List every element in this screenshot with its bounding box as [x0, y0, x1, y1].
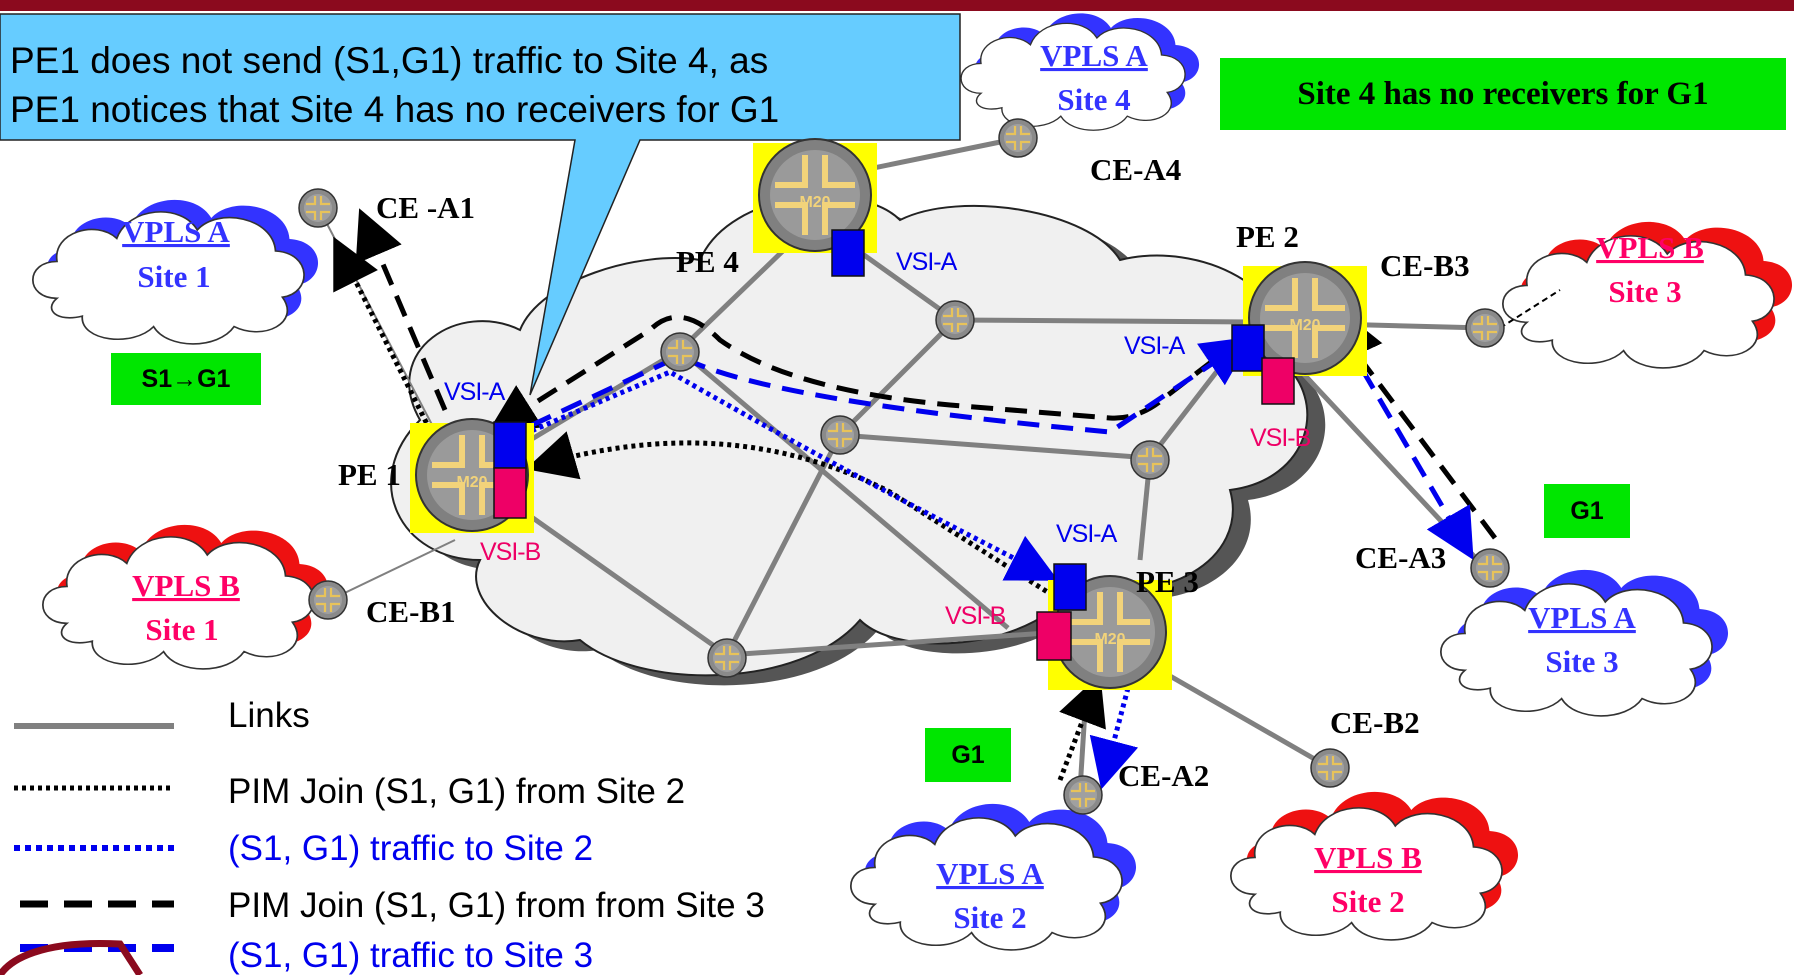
g1-tag-site3: G1: [1544, 484, 1630, 538]
vsi-b-label-pe2: VSI-B: [1250, 424, 1311, 452]
label-ce-a3: CE-A3: [1355, 540, 1446, 575]
vsi-a-label-pe4: VSI-A: [896, 248, 958, 276]
callout-line-2: PE1 notices that Site 4 has no receivers…: [10, 89, 780, 130]
label-ce-a2: CE-A2: [1118, 758, 1209, 793]
cloud-site-a2: Site 2: [953, 900, 1026, 935]
g1-tag-site2: G1: [925, 728, 1011, 782]
legend-label-pim-site2: PIM Join (S1, G1) from Site 2: [228, 772, 686, 811]
cloud-site-b1: Site 1: [145, 612, 218, 647]
cloud-name-b3: VPLS B: [1596, 230, 1704, 265]
vsi-a-label-pe1: VSI-A: [444, 378, 506, 406]
vsi-a-pe3: [1053, 563, 1087, 611]
pim-join-site2-path: [333, 236, 1106, 781]
label-ce-b1: CE-B1: [366, 594, 456, 629]
badge-pe1: M20: [456, 474, 487, 491]
vsi-b-pe2: [1261, 357, 1295, 405]
cloud-site-a1: Site 1: [137, 259, 210, 294]
badge-pe2: M20: [1289, 317, 1320, 334]
legend-label-pim-site3: PIM Join (S1, G1) from from Site 3: [228, 886, 765, 925]
cloud-site-b3: Site 3: [1608, 274, 1681, 309]
badge-pe4: M20: [799, 194, 830, 211]
node-labels: PE 1 PE 2 PE 3 PE 4 CE -A1 CE-A2 CE-A3 C…: [338, 152, 1470, 793]
site4-no-receivers-note: Site 4 has no receivers for G1: [1220, 58, 1786, 130]
label-ce-a1: CE -A1: [376, 190, 475, 225]
cloud-name-a1: VPLS A: [122, 214, 230, 249]
vsi-blocks: [493, 229, 1295, 661]
cloud-labels: VPLS A Site 1 VPLS B Site 1 VPLS A Site …: [122, 38, 1704, 935]
vsi-b-pe1: [493, 467, 527, 519]
cloud-name-b2: VPLS B: [1314, 840, 1422, 875]
title-bar: [0, 0, 1794, 11]
legend-lines: [14, 723, 174, 952]
corner-swoosh: [0, 939, 143, 975]
legend-label-links: Links: [228, 696, 310, 735]
cloud-name-a3: VPLS A: [1528, 600, 1636, 635]
vsi-a-pe1: [493, 421, 527, 469]
vsi-b-label-pe3: VSI-B: [945, 602, 1006, 630]
vsi-labels: VSI-A VSI-B VSI-A VSI-A VSI-B VSI-A VSI-…: [444, 248, 1312, 630]
vsi-a-pe4: [831, 229, 865, 277]
vsi-a-label-pe2: VSI-A: [1124, 332, 1186, 360]
label-pe2: PE 2: [1236, 219, 1299, 254]
cloud-site-b2: Site 2: [1331, 884, 1404, 919]
traffic-site2-path: [509, 369, 1139, 790]
label-ce-b2: CE-B2: [1330, 705, 1420, 740]
legend-label-traffic-site2: (S1, G1) traffic to Site 2: [228, 829, 594, 868]
label-pe1: PE 1: [338, 457, 401, 492]
router-badges: M20 M20 M20 M20: [456, 194, 1320, 648]
cloud-name-a4: VPLS A: [1040, 38, 1148, 73]
legend-label-traffic-site3: (S1, G1) traffic to Site 3: [228, 936, 594, 975]
vsi-b-pe3: [1036, 611, 1072, 661]
callout-line-1: PE1 does not send (S1,G1) traffic to Sit…: [10, 40, 769, 81]
cloud-site-a4: Site 4: [1057, 82, 1130, 117]
vsi-b-label-pe1: VSI-B: [480, 538, 541, 566]
callout-text: PE1 does not send (S1,G1) traffic to Sit…: [10, 36, 970, 134]
cloud-vpls-a-site3: [1439, 569, 1729, 717]
badge-pe3: M20: [1094, 631, 1125, 648]
cloud-site-a3: Site 3: [1545, 644, 1618, 679]
s1-g1-tag: S1→G1: [111, 353, 261, 405]
label-ce-b3: CE-B3: [1380, 248, 1470, 283]
callout-bubble: [0, 13, 961, 396]
vsi-a-pe2: [1231, 324, 1265, 372]
label-pe4: PE 4: [676, 244, 739, 279]
label-ce-a4: CE-A4: [1090, 152, 1181, 187]
cloud-name-b1: VPLS B: [132, 568, 240, 603]
cloud-name-a2: VPLS A: [936, 856, 1044, 891]
vsi-a-label-pe3: VSI-A: [1056, 520, 1118, 548]
label-pe3: PE 3: [1136, 564, 1199, 599]
